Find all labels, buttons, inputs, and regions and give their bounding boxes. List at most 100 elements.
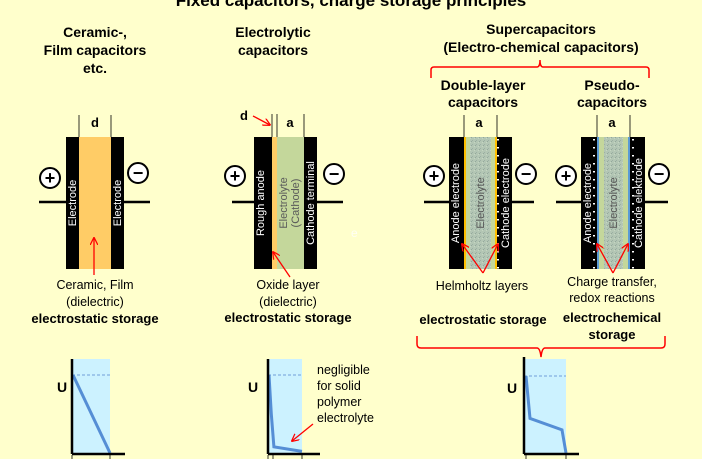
anode-roughness <box>268 137 272 269</box>
oxide-layer <box>272 137 277 269</box>
storage-label: electrostatic storage <box>31 311 158 326</box>
supercap-graph-group: U <box>416 336 666 459</box>
heading-line-2: capacitors <box>238 42 308 58</box>
helmholtz-layer-left <box>464 137 466 269</box>
helmholtz-layer-right <box>495 137 497 269</box>
column-double-layer: Double-layer capacitors a Anode electrod… <box>419 77 546 327</box>
cathode-label: Cathode electrode <box>500 158 512 248</box>
cathode-roughness <box>497 137 501 269</box>
rough-anode-label: Rough anode <box>255 170 267 236</box>
right-electrode-label: Electrode <box>112 180 124 226</box>
minus-terminal <box>648 163 670 185</box>
electrolyte-label: Electrolyte <box>475 177 487 228</box>
heading-line-1: Electrolytic <box>235 24 311 40</box>
plus-terminal <box>39 167 61 189</box>
plus-terminal <box>423 165 445 187</box>
callout-line-1: Oxide layer <box>256 278 319 292</box>
voltage-curve <box>524 375 568 454</box>
gap-label-d: d <box>91 115 99 130</box>
thin-label-d: d <box>240 108 248 123</box>
left-electrode <box>66 137 79 269</box>
minus-terminal <box>127 162 149 184</box>
cathode-terminal-label: Cathode terminal <box>305 161 317 245</box>
electrolyte-edge-left <box>466 137 470 269</box>
heading-line-2: Film capacitors <box>44 42 147 58</box>
rough-anode <box>254 137 272 269</box>
gap-label-a: a <box>475 115 483 130</box>
electrolyte-edge-right <box>623 137 628 269</box>
callout-arrow <box>273 252 291 278</box>
minus-icon: − <box>654 164 665 184</box>
cathode-roughness <box>630 137 634 269</box>
cathode-label: Cathode elektrode <box>633 158 645 248</box>
electrolyte-label: Electrolyte <box>608 177 620 228</box>
electrolyte-edge-left <box>599 137 604 269</box>
voltage-curve <box>71 374 112 454</box>
cathode-terminal <box>304 137 317 269</box>
callout-line-2: (dielectric) <box>259 295 317 309</box>
d-arrow <box>252 115 270 125</box>
electrolyte-label-1: Electrolyte <box>278 177 290 228</box>
right-electrode <box>111 137 124 269</box>
heading-line-1: Pseudo- <box>584 77 640 93</box>
supercapacitors-group: Supercapacitors (Electro-chemical capaci… <box>430 21 650 78</box>
callout-arrow-right <box>612 244 628 274</box>
storage-label-2: storage <box>589 327 636 342</box>
dielectric <box>79 137 111 269</box>
plus-icon: + <box>561 166 572 186</box>
anode-label: Anode electrode <box>582 163 594 243</box>
anode-roughness <box>460 137 464 269</box>
graph-area <box>524 359 566 454</box>
column-ceramic-film: Ceramic-, Film capacitors etc. d Electro… <box>31 24 159 459</box>
electrolyte-edge-right <box>491 137 495 269</box>
note-arrow <box>292 423 314 441</box>
minus-terminal <box>323 163 345 185</box>
axis-label-u: U <box>248 379 258 395</box>
note-line-3: polymer <box>317 395 361 409</box>
storage-label-1: electrochemical <box>563 310 661 325</box>
note-line-1: negligible <box>317 363 370 377</box>
callout-line-2: redox reactions <box>569 291 654 305</box>
minus-terminal <box>515 163 537 185</box>
pseudo-layer-left <box>597 137 599 269</box>
left-electrode-label: Electrode <box>67 180 79 226</box>
note-line-2: for solid <box>317 379 361 393</box>
note-line-4: electrolyte <box>317 411 374 425</box>
electrolyte-label-2: (Cathode) <box>290 179 302 228</box>
callout-line-2: (dielectric) <box>66 295 124 309</box>
voltage-graph-supercap: U <box>507 357 579 459</box>
storage-label: electrostatic storage <box>419 312 546 327</box>
pseudo-layer-right <box>628 137 630 269</box>
plus-terminal <box>224 165 246 187</box>
heading-line-3: etc. <box>83 60 107 76</box>
callout-arrow-left <box>462 244 484 274</box>
page-title: Fixed capacitors, charge storage princip… <box>176 0 527 10</box>
plus-terminal <box>555 165 577 187</box>
axis-label-u: U <box>507 380 517 396</box>
callout-arrow-right <box>482 244 498 274</box>
minus-icon: − <box>133 163 144 183</box>
bottom-brace <box>416 336 666 358</box>
electrolyte <box>277 137 304 269</box>
axis-label-u: U <box>57 379 67 395</box>
voltage-curve <box>267 374 303 453</box>
anode-label: Anode electrode <box>450 163 462 243</box>
heading-line-1: Ceramic-, <box>63 24 127 40</box>
callout-line-1: Ceramic, Film <box>56 278 133 292</box>
plus-icon: + <box>429 166 440 186</box>
heading-line-2: capacitors <box>577 94 647 110</box>
minus-icon: − <box>521 164 532 184</box>
gap-label-a: a <box>286 115 294 130</box>
heading-line-1: Double-layer <box>441 77 526 93</box>
callout-arrow-left <box>597 244 614 274</box>
heading-line-2: capacitors <box>448 94 518 110</box>
voltage-graph-electrolytic: U negligible for solid polymer electroly… <box>248 359 374 459</box>
column-electrolytic: Electrolytic capacitors d a Rough anode … <box>224 24 374 459</box>
electrolyte <box>470 137 491 269</box>
group-heading-1: Supercapacitors <box>486 21 596 37</box>
minus-icon: − <box>329 164 340 184</box>
electrolyte <box>604 137 623 269</box>
gap-label-a: a <box>608 115 616 130</box>
column-pseudo: Pseudo- capacitors a Anode electrode Ele… <box>555 77 670 342</box>
